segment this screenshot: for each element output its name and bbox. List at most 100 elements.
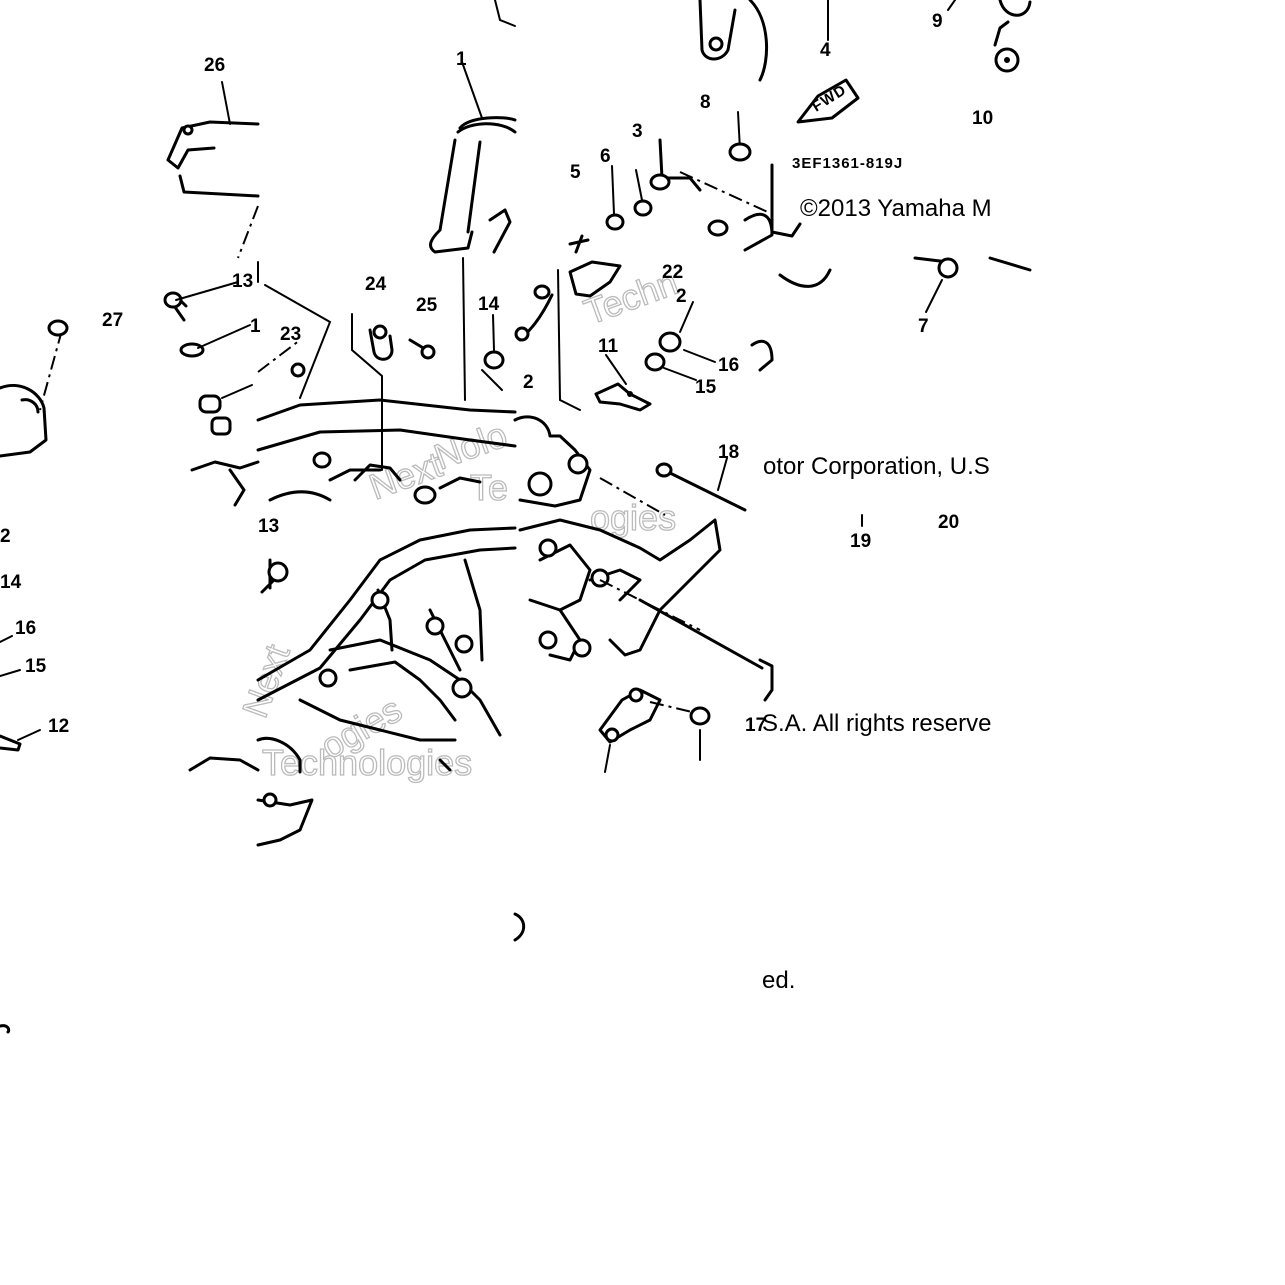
callout-1b: 1 [250, 316, 261, 337]
part-plate-boss [604, 727, 620, 743]
frame-mount-boss [318, 668, 338, 688]
callout-16b: 16 [15, 618, 36, 639]
frame-mount-boss [538, 538, 558, 558]
partial-line [494, 0, 516, 27]
part-fragment [513, 912, 526, 942]
part-21-washer [707, 219, 729, 237]
tile-top-center [568, 0, 774, 254]
callout-26: 26 [204, 55, 225, 76]
leader-line [604, 744, 611, 773]
callout-25: 25 [416, 295, 438, 316]
leader-line [264, 284, 332, 399]
part-bolt-small-head [533, 284, 551, 300]
part-3-bolt [658, 138, 702, 192]
leader-line [925, 279, 943, 313]
leader-line [0, 669, 21, 677]
callout-13b: 13 [258, 516, 279, 537]
leader-line [197, 324, 251, 349]
tile-mid-center [256, 257, 517, 505]
part-18-head [655, 462, 673, 478]
leader-line [717, 457, 728, 491]
callout-2: 2 [523, 372, 534, 393]
hole-marker [627, 391, 633, 397]
part-frame-mount [312, 451, 332, 469]
part-5-nut [605, 213, 625, 231]
leader-line [351, 313, 383, 471]
leader-line [0, 635, 13, 643]
leader-line [605, 354, 627, 385]
callout-12: 12 [48, 716, 69, 737]
part-frame-detail [256, 736, 302, 774]
leader-line [683, 349, 716, 363]
leader-line [611, 165, 615, 215]
centerline [679, 171, 773, 215]
part-frame-corner [750, 339, 774, 372]
part-25-head [420, 344, 436, 360]
part-11-plate [594, 382, 652, 412]
part-frame-top-rail [256, 398, 517, 452]
callout-19: 19 [850, 531, 871, 552]
watermark-group: Techn Next Te ogies Nolo Next ogies Tech… [233, 260, 683, 783]
part-27-bolt [47, 319, 69, 337]
callout-20: 20 [938, 512, 959, 533]
callout-14b: 14 [0, 572, 22, 593]
part-frame-rail-lower [268, 468, 382, 502]
part-7-nut [937, 257, 959, 279]
part-26-bracket [166, 120, 260, 198]
part-2-boss [567, 453, 589, 475]
part-1-head-pipe [429, 116, 517, 254]
callout-16: 16 [718, 355, 739, 376]
part-4-bracket [698, 0, 769, 82]
centerline [649, 701, 693, 713]
part-17-head [758, 658, 774, 702]
part-fragment [256, 798, 314, 847]
part-12-bracket [190, 460, 260, 507]
callout-4: 4 [820, 40, 831, 61]
tile-top-left [166, 81, 260, 259]
tile-bottom-fragments: ed. [0, 792, 795, 1034]
callout-2b: 2 [676, 286, 687, 307]
part-frame-corner [743, 212, 774, 252]
watermark-text: Te [470, 467, 508, 508]
tile-mid-left [0, 261, 260, 507]
part-fragment [0, 1024, 11, 1034]
callout-24: 24 [365, 274, 387, 295]
part-frame-cross-member [298, 698, 457, 772]
part-6-washer [633, 199, 653, 217]
part-dampener-1 [198, 394, 222, 414]
callout-6: 6 [600, 146, 611, 167]
part-7-bracket [778, 256, 1032, 288]
tile-lower-left [0, 635, 260, 772]
part-bolt-small [568, 234, 590, 254]
copyright-fragment: ed. [762, 967, 795, 994]
callout-18: 18 [718, 442, 739, 463]
centerline [599, 579, 701, 631]
leader-line [481, 369, 503, 391]
callout-group: 26 1 4 9 10 8 3 6 5 13 27 1 23 24 25 14 … [0, 11, 993, 737]
copyright-fragment: S.A. All rights reserve [762, 710, 991, 737]
frame-mount-boss [451, 677, 473, 699]
frame-mount-boss [454, 634, 474, 654]
frame-mount-boss [262, 792, 278, 808]
diagram-code-label: 3EF1361-819J [792, 155, 903, 172]
leader-line [663, 367, 697, 381]
leader-line [462, 257, 466, 401]
callout-9: 9 [932, 11, 943, 32]
callout-13: 13 [232, 271, 253, 292]
part-23-nut [689, 706, 711, 726]
callout-11: 11 [598, 336, 619, 357]
leader-line [221, 384, 253, 399]
part-1-lug [488, 208, 512, 254]
part-18-bolt [666, 470, 747, 512]
part-15-collar [644, 352, 666, 372]
callout-2c: 2 [0, 526, 11, 547]
centerline [39, 329, 63, 411]
leader-line [221, 81, 231, 125]
callout-7: 7 [918, 316, 929, 337]
part-2-engine-mount [513, 415, 592, 508]
frame-mount-boss [425, 616, 445, 636]
callout-1: 1 [456, 49, 467, 70]
tile-mid-far-right: otor Corporation, U.S [763, 256, 1032, 480]
tile-lower-center [256, 526, 517, 774]
